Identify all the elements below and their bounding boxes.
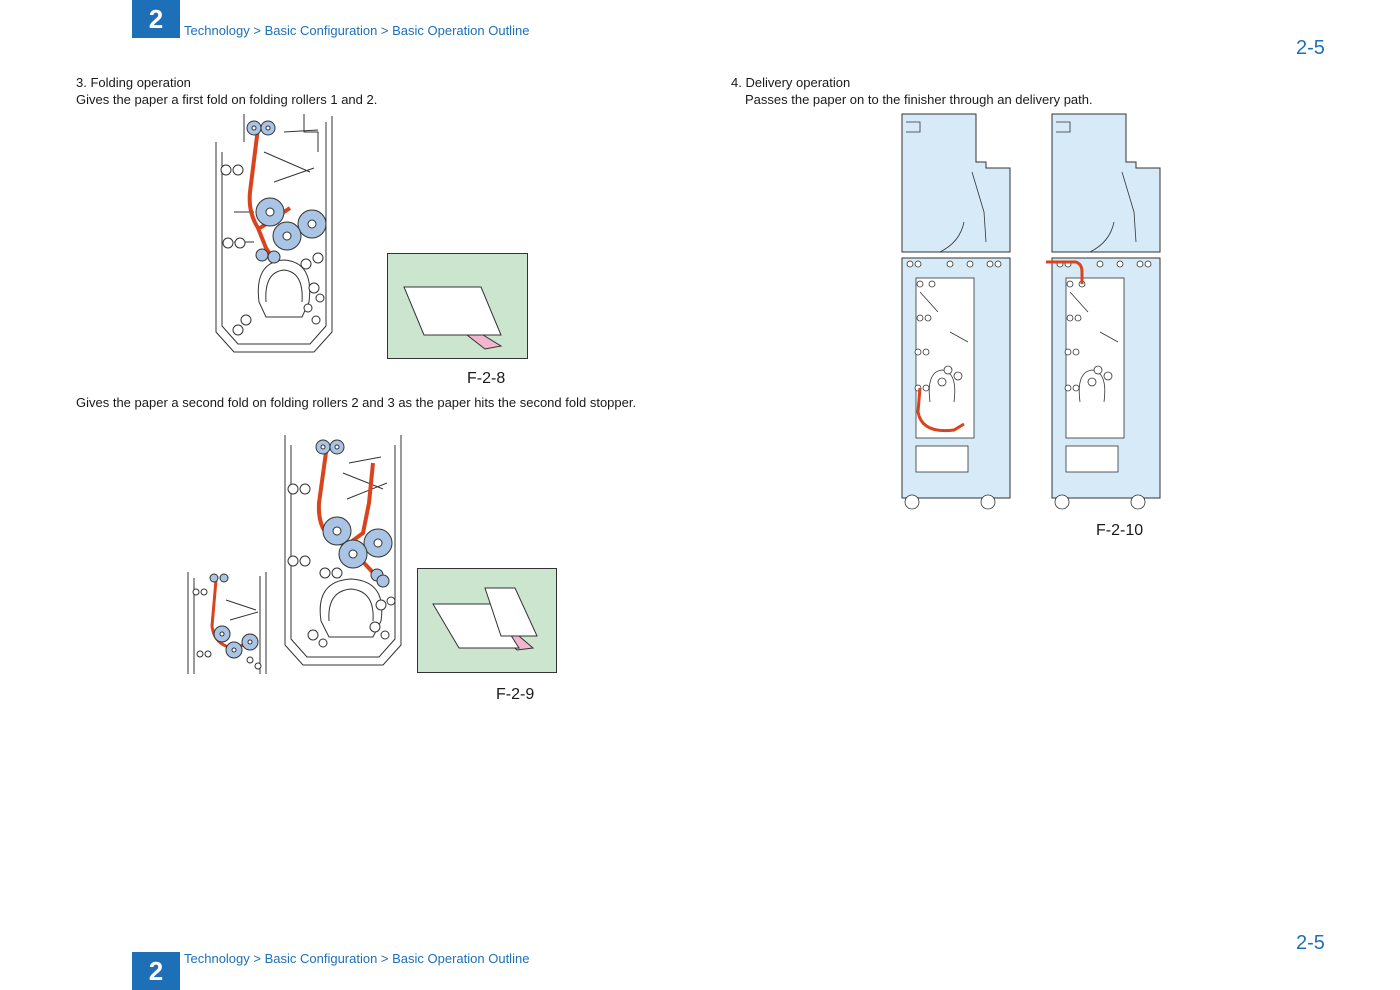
delivery-unit-diagram-left	[901, 113, 1011, 510]
breadcrumb[interactable]: Technology > Basic Configuration > Basic…	[184, 23, 530, 38]
folding-unit-diagram-second	[284, 435, 402, 666]
second-fold-paper-panel	[417, 568, 557, 673]
delivery-desc: Passes the paper on to the finisher thro…	[745, 92, 1093, 107]
figure-caption-f-2-8: F-2-8	[467, 370, 506, 387]
delivery-heading: 4. Delivery operation	[731, 75, 851, 90]
footer-page-number: 2-5	[1296, 932, 1325, 954]
folding-desc-second: Gives the paper a second fold on folding…	[76, 395, 637, 410]
footer-breadcrumb[interactable]: Technology > Basic Configuration > Basic…	[184, 951, 530, 966]
figure-caption-f-2-10: F-2-10	[1096, 522, 1144, 539]
chapter-badge: 2	[132, 0, 180, 38]
first-fold-paper-panel	[387, 253, 528, 359]
folding-desc-first: Gives the paper a first fold on folding …	[76, 92, 378, 107]
folding-unit-diagram-first	[215, 114, 333, 353]
delivery-unit-diagram-right	[1046, 113, 1161, 510]
folding-unit-diagram-small	[187, 572, 267, 674]
figure-caption-f-2-9: F-2-9	[496, 686, 535, 703]
folding-heading: 3. Folding operation	[76, 75, 191, 90]
footer-chapter-badge: 2	[132, 952, 180, 990]
page-number: 2-5	[1296, 37, 1325, 59]
